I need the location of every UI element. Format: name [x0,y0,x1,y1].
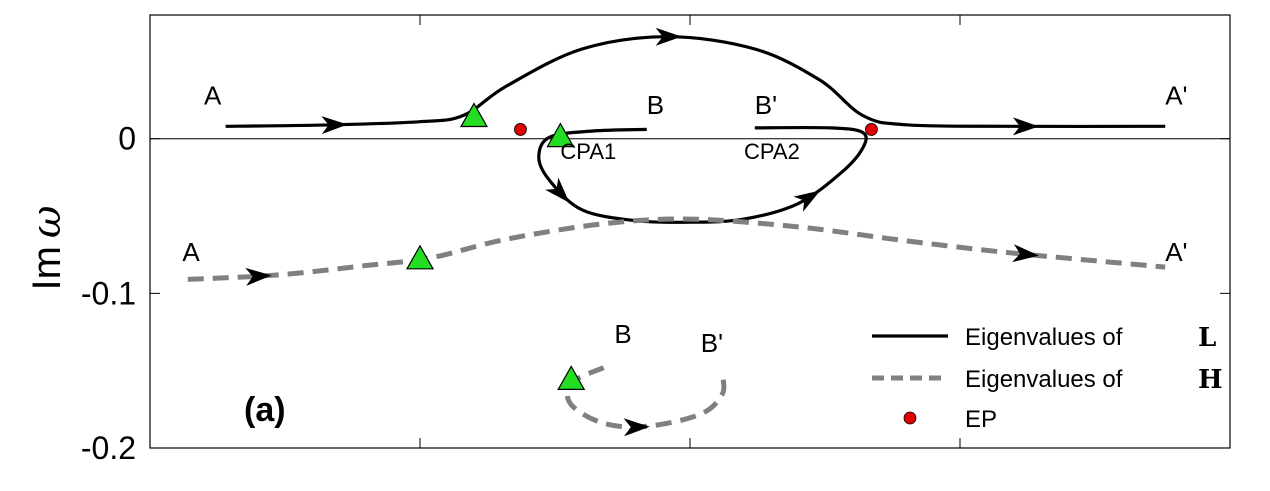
legend-label: Eigenvalues of [965,324,1123,351]
legend-label: Eigenvalues of [965,366,1123,393]
y-axis-label-text: Im [25,246,69,290]
point-label: A [204,81,222,111]
h-branch-B-to-Bp [564,365,727,430]
y-tick-label: -0.1 [81,275,136,311]
point-label: CPA2 [744,139,800,164]
y-axis-label-symbol: ω [24,205,70,238]
direction-arrow [623,418,650,437]
direction-arrow [245,267,272,286]
legend-label: EP [965,406,997,433]
point-label: A' [1165,237,1187,267]
direction-arrow [545,177,570,203]
legend-symbol: L [1198,323,1216,353]
direction-arrow [321,116,348,135]
point-label: A [182,237,200,267]
y-tick-label: 0 [118,121,136,157]
point-label: B' [755,90,777,120]
direction-arrow [1012,244,1039,263]
legend-swatch-ep [903,411,917,425]
direction-arrow [1012,117,1039,136]
point-label: A' [1165,81,1187,111]
direction-arrow [793,190,821,212]
direction-arrow [655,27,682,46]
cpa-marker [557,365,586,391]
ep-marker [865,123,878,136]
legend: Eigenvalues of L Eigenvalues of H EP [872,323,1223,433]
point-label: CPA1 [560,139,616,164]
y-tick-label: -0.2 [81,430,136,466]
y-axis-label: Im ω [24,205,70,290]
cpa-marker [405,244,435,270]
h-branch-A-to-Ap [187,216,1166,282]
l-branch-A-to-Ap [225,35,1166,129]
cpa-marker [459,102,489,128]
markers [405,102,878,391]
legend-symbol: H [1198,365,1223,395]
axes: 0 -0.1 -0.2 [81,14,1231,466]
point-label: B [614,319,631,349]
cpa-marker [546,122,575,148]
point-label: B' [701,328,723,358]
point-label: B [647,90,664,120]
ep-marker [514,123,527,136]
l-branch-B-to-Bp [537,125,868,224]
panel-label: (a) [244,391,286,429]
